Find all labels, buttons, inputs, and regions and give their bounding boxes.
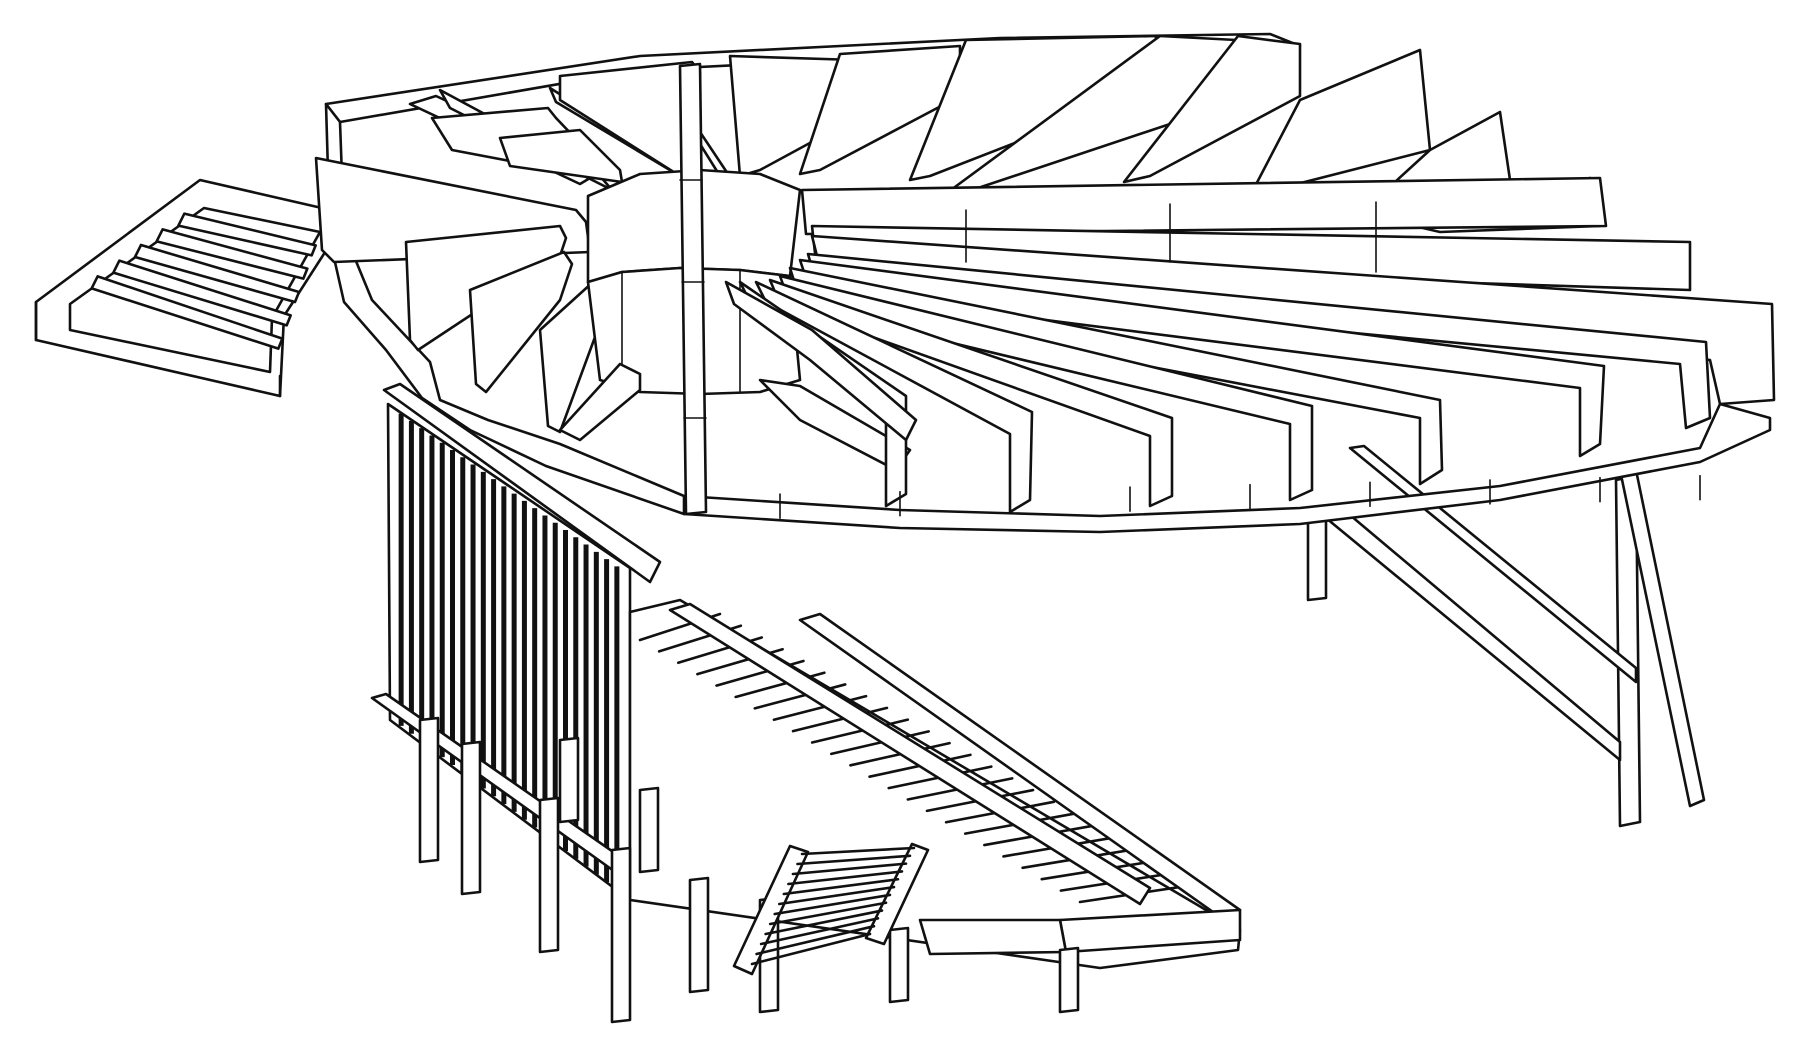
front-stair-tread — [750, 932, 872, 966]
roof-front-rim — [682, 402, 1772, 534]
side-stair-treads — [90, 212, 317, 350]
deck-plank — [753, 683, 847, 710]
deck-front-beam-2 — [918, 918, 1068, 956]
deck-surface — [628, 598, 1242, 970]
roof-left-rim — [324, 102, 686, 516]
deck-plank — [810, 718, 910, 744]
front-stair-treads — [750, 846, 916, 966]
wall-slats — [398, 413, 620, 891]
rafter-back-8 — [938, 34, 1238, 200]
rafter-back-6 — [798, 44, 962, 176]
support-post — [638, 786, 660, 874]
hub-inner-fin-1 — [558, 362, 642, 442]
front-stair-stringer-left — [732, 844, 810, 976]
front-stair-tread — [768, 901, 888, 926]
front-stair-tread — [773, 893, 892, 916]
side-stair-tread — [90, 275, 284, 350]
front-stair-tread — [782, 877, 900, 896]
front-stair-tread — [800, 846, 916, 856]
support-post — [418, 716, 440, 864]
deck — [628, 598, 1242, 970]
support-post — [688, 876, 710, 994]
front-stair-tread — [796, 854, 912, 866]
side-stair-tread — [155, 228, 309, 280]
front-stair-tread — [759, 917, 880, 946]
front-stair-tread — [791, 862, 908, 876]
front-stair-tread — [777, 885, 896, 906]
side-stair-tread — [133, 243, 301, 304]
front-stair-tread — [755, 924, 876, 956]
support-post — [888, 926, 910, 1004]
side-stair-tread — [177, 212, 317, 257]
deck-plank — [772, 694, 868, 722]
front-stair-tread — [787, 870, 904, 886]
fin-right-1 — [800, 176, 1608, 236]
support-post — [1058, 946, 1080, 1014]
rafter-back-9 — [1122, 34, 1302, 184]
right-fins — [724, 176, 1776, 514]
support-post — [610, 846, 632, 1024]
slatted-wall — [370, 382, 670, 906]
support-post — [460, 740, 482, 896]
front-stair-stringer-right — [864, 842, 930, 946]
support-post — [538, 796, 560, 954]
fin-right-11 — [724, 280, 918, 442]
right-post-short — [1306, 516, 1328, 602]
wall-top-beam — [382, 382, 662, 584]
front-rim-seams — [779, 474, 1701, 519]
deck-plank — [791, 706, 889, 733]
side-stair-frame — [34, 178, 350, 398]
side-stair-tread — [112, 259, 292, 327]
rafter-back-5 — [728, 54, 858, 178]
left-fins — [314, 60, 702, 434]
fin-left-6 — [498, 128, 624, 184]
fin-left-3 — [468, 250, 574, 394]
deck-joist-1 — [668, 602, 1152, 906]
front-stair — [732, 842, 930, 976]
support-post — [558, 736, 580, 824]
front-stair-tread — [764, 909, 884, 936]
hub-mast — [678, 62, 708, 516]
